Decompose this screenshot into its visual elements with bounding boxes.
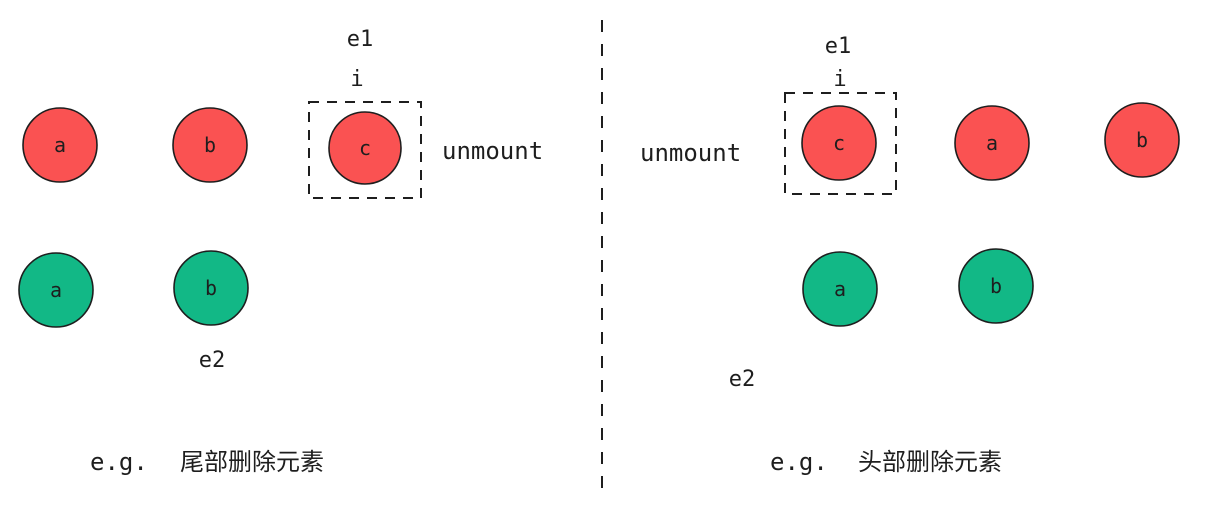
left-pointer-e2: e2 — [199, 348, 226, 373]
node-label: b — [204, 133, 216, 157]
left-unmount-box — [308, 101, 422, 199]
left-old-node-c: c — [328, 111, 402, 185]
left-caption-prefix: e.g. — [90, 448, 148, 476]
right-caption-prefix: e.g. — [770, 448, 828, 476]
left-old-node-b: b — [172, 107, 248, 183]
node-label: a — [834, 277, 846, 301]
left-old-node-a: a — [22, 107, 98, 183]
right-old-node-b: b — [1104, 102, 1180, 178]
node-label: a — [54, 133, 66, 157]
left-new-node-b: b — [173, 250, 249, 326]
right-pointer-i: i — [833, 67, 846, 92]
left-panel: a b c e1 i unmount a b e2 e.g. 尾部删除元素 — [18, 27, 543, 476]
node-label: c — [833, 131, 845, 155]
node-label: b — [1136, 128, 1148, 152]
right-new-node-a: a — [802, 251, 878, 327]
node-label: a — [50, 278, 62, 302]
node-label: a — [986, 131, 998, 155]
node-label: b — [205, 276, 217, 300]
right-panel: c a b e1 i unmount a b e2 e.g. 头部删除元素 — [640, 34, 1180, 476]
left-pointer-e1: e1 — [347, 27, 374, 52]
right-pointer-e1: e1 — [825, 34, 852, 59]
node-label: c — [359, 136, 371, 160]
left-new-node-a: a — [18, 252, 94, 328]
right-pointer-e2: e2 — [729, 367, 756, 392]
left-pointer-i: i — [350, 67, 363, 92]
left-unmount-label: unmount — [442, 137, 543, 165]
right-caption-text: 头部删除元素 — [858, 448, 1002, 476]
right-unmount-box — [784, 92, 897, 195]
left-caption-text: 尾部删除元素 — [180, 448, 324, 476]
right-unmount-label: unmount — [640, 139, 741, 167]
right-old-node-a: a — [954, 105, 1030, 181]
right-old-node-c: c — [801, 105, 877, 181]
node-label: b — [990, 274, 1002, 298]
right-new-node-b: b — [958, 248, 1034, 324]
